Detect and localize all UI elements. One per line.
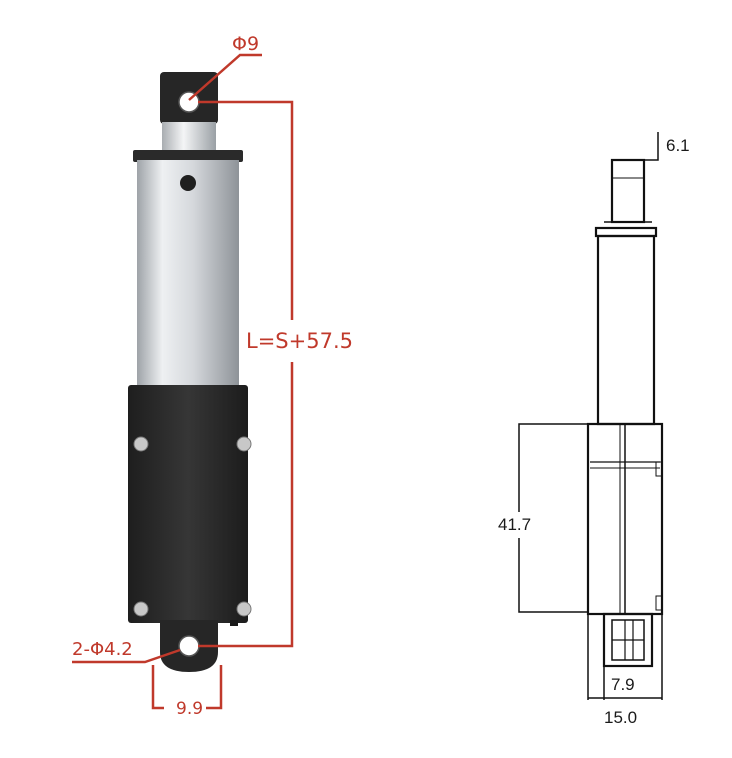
- side-tube: [596, 234, 656, 426]
- housing-height-bracket: [518, 423, 588, 512]
- length-bracket: [198, 100, 294, 320]
- aluminium-tube: [137, 160, 239, 388]
- side-rod-end: [610, 158, 646, 224]
- side-view-labels: 6.1 41.7 7.9 15.0: [498, 136, 690, 727]
- body-width-label: 15.0: [604, 708, 637, 727]
- side-tube-cap: [594, 226, 658, 238]
- tube-screw: [180, 175, 196, 191]
- motor-housing: [128, 385, 248, 623]
- housing-screw: [133, 601, 149, 617]
- side-rear-clevis: [602, 612, 654, 668]
- side-clevis-width-label: 7.9: [611, 675, 635, 694]
- tube-cap: [133, 150, 243, 162]
- extension-rod: [162, 122, 216, 152]
- housing-screw: [236, 601, 252, 617]
- actuator-side-view: [518, 132, 664, 700]
- rod-hole-label: Φ9: [232, 33, 259, 55]
- housing-screw: [236, 436, 252, 452]
- clevis-width-bracket: [151, 665, 164, 710]
- rod-end-clevis: [160, 72, 218, 124]
- rear-mount-hole: [178, 635, 200, 657]
- rod-hole-leader: [188, 53, 262, 101]
- mount-holes-label: 2-Φ4.2: [72, 639, 133, 660]
- tab-thickness-line: [644, 132, 659, 161]
- housing-height-bracket-lower: [518, 538, 588, 613]
- length-bracket-lower: [198, 362, 294, 648]
- clevis-width-label: 9.9: [176, 699, 203, 719]
- clevis-width-bracket-right: [206, 665, 223, 710]
- actuator-photo-view: Φ9 L=S+57.5 2-Φ4.2 9.9: [72, 33, 353, 719]
- tab-thickness-label: 6.1: [666, 136, 690, 155]
- photo-dimensions: [72, 53, 294, 710]
- length-formula-label: L=S+57.5: [246, 329, 353, 353]
- mount-hole-leader: [72, 648, 181, 664]
- housing-height-label: 41.7: [498, 515, 531, 534]
- housing-screw: [133, 436, 149, 452]
